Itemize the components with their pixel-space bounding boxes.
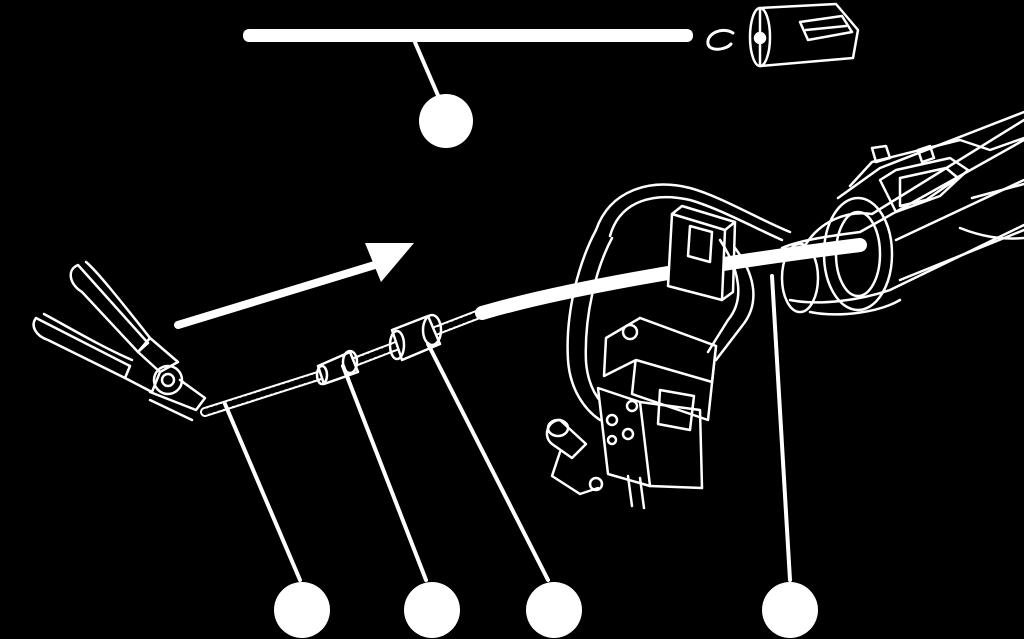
small-sleeve-callout	[404, 582, 460, 638]
contact-tip-icon	[748, 2, 860, 68]
liner-tube	[243, 29, 693, 148]
pliers-icon	[32, 260, 207, 422]
liner-tube-callout	[419, 94, 473, 148]
wire-feeder-icon	[545, 183, 792, 510]
torch-handle-icon	[780, 110, 1024, 316]
large-sleeve-callout	[526, 582, 582, 638]
inner-spiral-callout	[274, 582, 330, 638]
direction-arrow-icon	[174, 243, 414, 329]
outer-sheath	[475, 238, 867, 638]
outer-sheath-callout	[762, 582, 818, 638]
small-sleeve	[315, 349, 460, 638]
large-sleeve	[388, 313, 582, 638]
o-ring-icon	[706, 28, 735, 51]
